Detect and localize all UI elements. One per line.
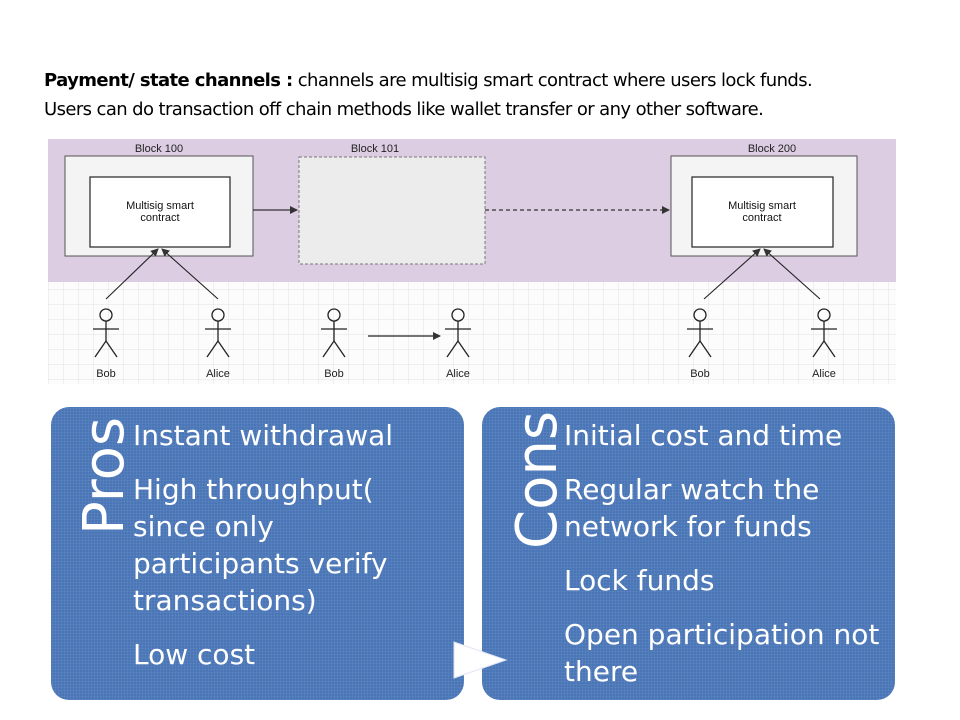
contract-1-line2: contract — [140, 212, 179, 224]
cons-item: Initial cost and time — [564, 419, 843, 452]
person-label: Bob — [690, 368, 710, 380]
person-label: Bob — [324, 368, 344, 380]
block-100-label: Block 100 — [135, 143, 183, 155]
arrow-alice-fund-1 — [161, 248, 219, 300]
intro-text: Payment/ state channels : channels are m… — [44, 66, 944, 124]
pros-item: Instant withdrawal — [133, 419, 394, 452]
pros-title: Pros — [72, 416, 137, 535]
contract-2-line1: Multisig smart — [728, 200, 796, 212]
person-label: Bob — [96, 368, 116, 380]
intro-line1-text: channels are multisig smart contract whe… — [297, 70, 813, 91]
arrow-bob-fund-1 — [105, 248, 159, 300]
stick-figure-icon — [321, 308, 347, 358]
block-101-label: Block 101 — [351, 143, 399, 155]
arrow-alice-fund-2 — [763, 248, 821, 300]
cons-item: Regular watch the network for funds — [564, 473, 820, 543]
panel-arrow-icon — [453, 641, 508, 679]
block-101-box — [298, 156, 486, 265]
contract-2-line2: contract — [742, 212, 781, 224]
person-label: Alice — [206, 368, 230, 380]
stick-figure-icon — [687, 308, 713, 358]
intro-line-2: Users can do transaction off chain metho… — [44, 99, 764, 120]
payment-channel-diagram: Block 100 Multisig smart contract Block … — [48, 139, 896, 384]
arrow-bob-fund-2 — [703, 248, 761, 300]
stick-figure-icon — [205, 308, 231, 358]
person-label: Alice — [812, 368, 836, 380]
stick-figure-icon — [811, 308, 837, 358]
intro-line-1: Payment/ state channels : channels are m… — [44, 66, 944, 95]
contract-1-line1: Multisig smart — [126, 200, 194, 212]
cons-title: Cons — [505, 410, 570, 549]
pros-item: Low cost — [133, 638, 256, 671]
stick-figure-icon — [445, 308, 471, 358]
block-200-label: Block 200 — [748, 143, 796, 155]
cons-panel: Cons Initial cost and time Regular watch… — [482, 407, 895, 700]
stick-figure-icon — [93, 308, 119, 358]
cons-item: Lock funds — [564, 564, 715, 597]
multisig-contract-box-2 — [691, 176, 834, 248]
person-label: Alice — [446, 368, 470, 380]
multisig-contract-box-1 — [89, 176, 231, 248]
cons-list: Initial cost and time Regular watch the … — [564, 417, 884, 707]
pros-item: High throughput( since only participants… — [133, 473, 388, 617]
pros-list: Instant withdrawal High throughput( sinc… — [133, 417, 433, 690]
cons-item: Open participation not there — [564, 618, 880, 688]
pros-panel: Pros Instant withdrawal High throughput(… — [51, 407, 464, 700]
intro-bold: Payment/ state channels : — [44, 70, 293, 91]
